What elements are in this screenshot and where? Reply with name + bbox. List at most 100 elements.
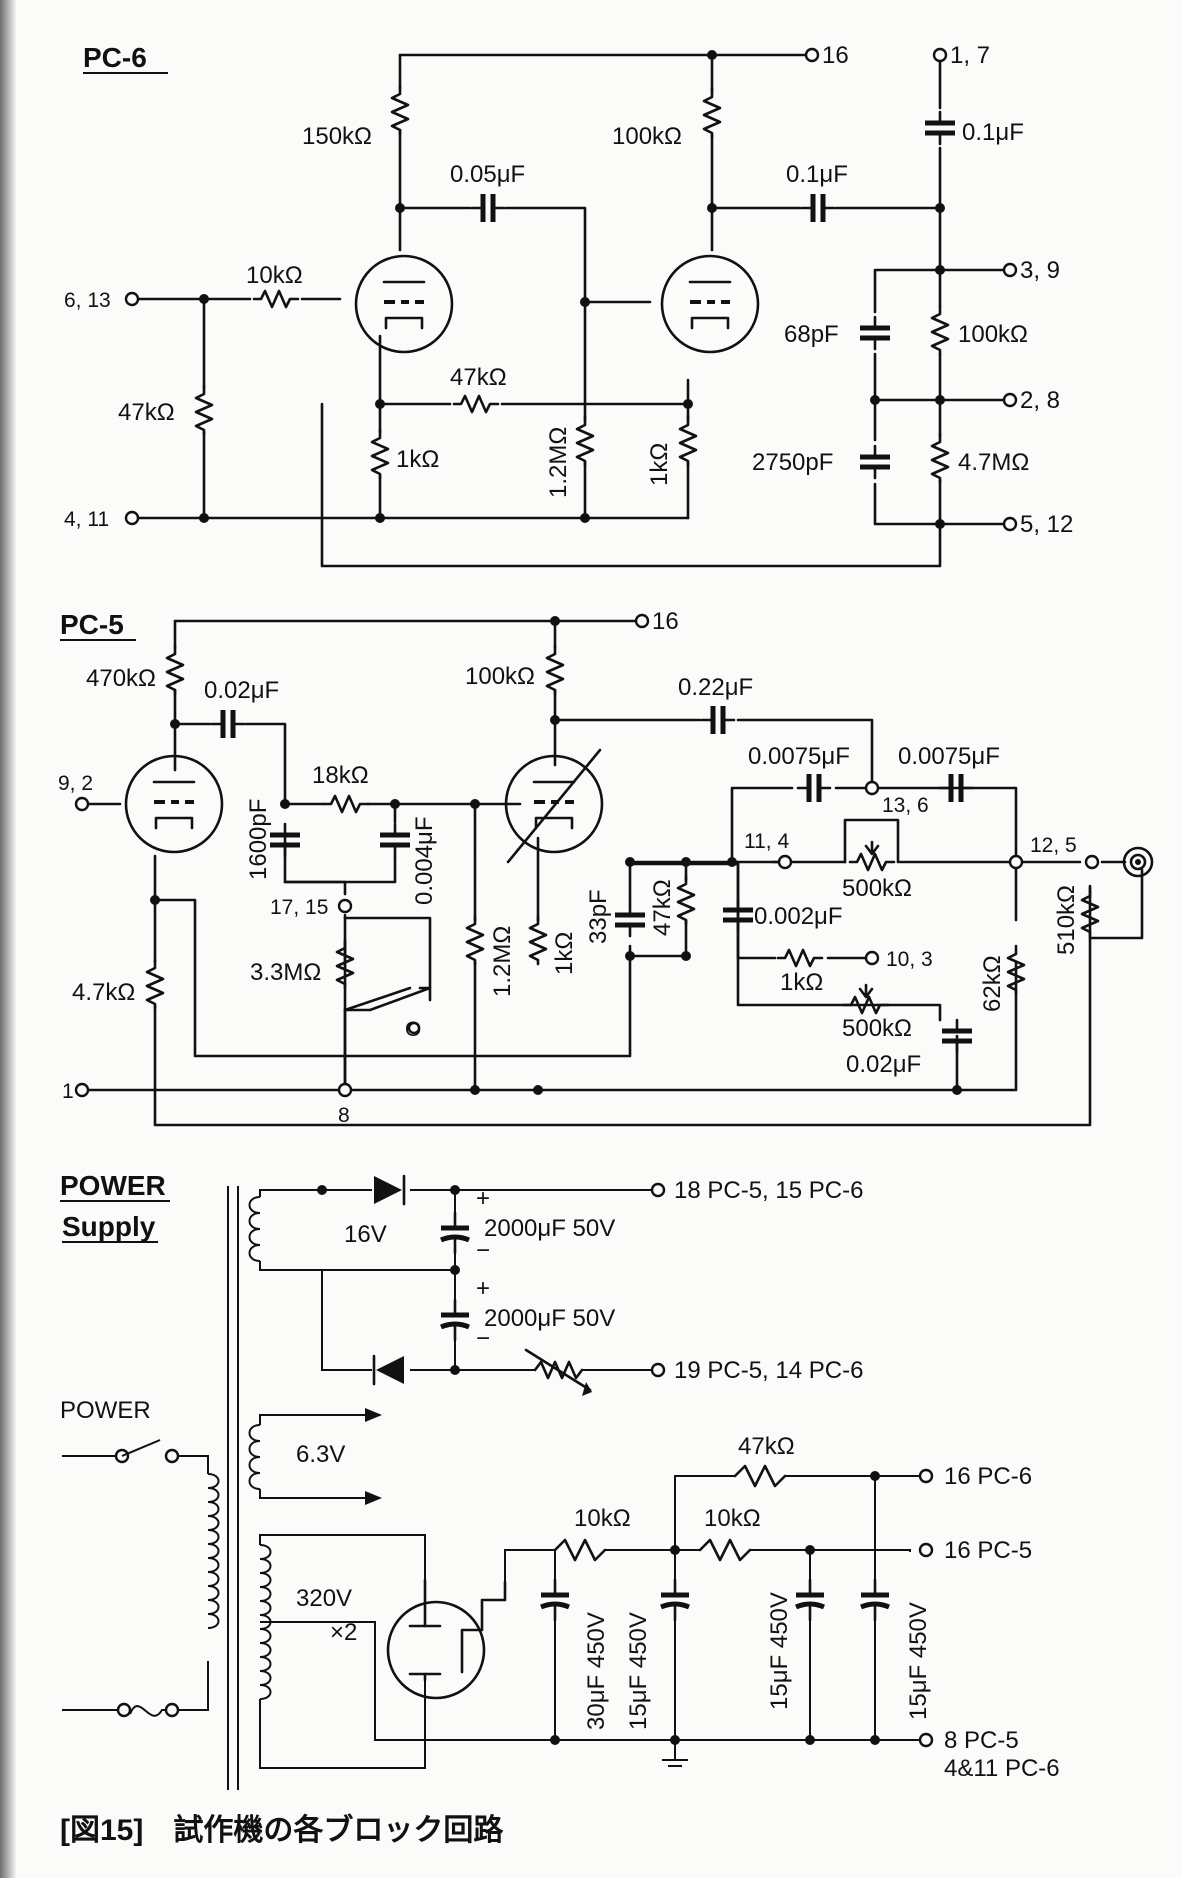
power-high-voltage-filter — [375, 1464, 922, 1767]
pc6-label-01-coupling: 0.1μF — [786, 161, 848, 188]
pc6-label-47k-grid: 47kΩ — [118, 399, 175, 426]
pc6-terminal-6-13: 6, 13 — [64, 289, 111, 312]
pc6-label-12M: 1.2MΩ — [545, 427, 572, 498]
power-label-10k-a: 10kΩ — [574, 1505, 631, 1532]
power-transformer — [207, 1186, 556, 1790]
pc5-label-47k: 47kΩ — [649, 879, 676, 936]
pc6-label-150k: 150kΩ — [302, 123, 372, 150]
pc6-terminals — [124, 47, 1018, 532]
pc6-terminal-1-7: 1, 7 — [950, 42, 990, 69]
power-label-2000-b: 2000μF 50V — [484, 1305, 615, 1332]
pc5-label-18k: 18kΩ — [312, 762, 369, 789]
pc5-label-510k: 510kΩ — [1053, 885, 1080, 955]
pc6-label-1k-a: 1kΩ — [396, 446, 439, 473]
pc6-terminal-16: 16 — [822, 42, 849, 69]
power-capacitor-15-c — [861, 1580, 889, 1620]
pc6-resistor-1k-a — [370, 428, 390, 480]
pc5-capacitor-022 — [702, 706, 734, 734]
pc6-resistor-47k-feedback — [452, 394, 500, 414]
pc6-label-100k-divider: 100kΩ — [958, 321, 1028, 348]
pc5-title: PC-5 — [60, 609, 124, 640]
power-capacitor-30 — [541, 1580, 569, 1620]
power-capacitor-2000-a — [441, 1213, 469, 1253]
power-label-30: 30μF 450V — [583, 1612, 610, 1730]
power-output-ground-2: 4&11 PC-6 — [944, 1755, 1060, 1782]
pc6-terminal-3-9: 3, 9 — [1020, 257, 1060, 284]
pc5-label-pot-500k-a: 500kΩ — [842, 875, 912, 902]
pc5-label-47k-cathode: 4.7kΩ — [72, 979, 135, 1006]
pc6-label-100k-plate: 100kΩ — [612, 123, 682, 150]
pc5-label-62k: 62kΩ — [979, 955, 1006, 1012]
pc6-resistor-100k-divider — [930, 304, 950, 356]
pc5-capacitor-0004 — [380, 824, 410, 856]
pc6-label-01-out: 0.1μF — [962, 119, 1024, 146]
power-output-positive: 18 PC-5, 15 PC-6 — [674, 1177, 863, 1204]
pc6-title: PC-6 — [83, 42, 147, 73]
power-polarity-minus-b: − — [476, 1325, 490, 1352]
pc6-junction-dots — [199, 50, 945, 529]
pc6-tube-v1 — [354, 254, 454, 354]
pc5-capacitor-33p — [615, 904, 645, 936]
pc5-capacitor-002 — [212, 710, 244, 738]
pc5-label-1600p: 1600pF — [245, 799, 272, 880]
pc5-terminals — [74, 613, 1100, 1098]
pc5-resistor-1k-tone — [776, 948, 824, 968]
pc6-terminal-5-12: 5, 12 — [1020, 511, 1073, 538]
power-title-line1: POWER — [60, 1170, 166, 1201]
pc5-terminal-1: 1 — [62, 1080, 74, 1103]
pc5-label-470k: 470kΩ — [86, 665, 156, 692]
pc5-terminal-12-5: 12, 5 — [1030, 834, 1077, 857]
pc6-label-47k-feedback: 47kΩ — [450, 364, 507, 391]
power-title-line2: Supply — [62, 1211, 156, 1242]
pc6-capacitor-005 — [472, 194, 504, 222]
pc6-resistor-47k-grid — [194, 384, 214, 436]
power-switch-label: POWER — [60, 1397, 151, 1424]
pc5-pot-500k-a-wiper — [864, 840, 880, 856]
power-lv-junction-dots — [317, 1182, 666, 1378]
power-rectifier-tube — [386, 1578, 507, 1700]
pc5-resistor-18k — [322, 794, 370, 814]
pc5-resistor-1k-cathode — [528, 914, 548, 966]
pc6-label-10k: 10kΩ — [246, 262, 303, 289]
pc6-resistor-12M — [575, 415, 595, 467]
pc6-label-68p: 68pF — [784, 321, 839, 348]
pc6-capacitor-01-out — [925, 112, 955, 144]
pc5-label-12M: 1.2MΩ — [489, 926, 516, 997]
pc5-tube-v2-variable-arrow — [506, 748, 602, 864]
power-hv-junction-dots — [550, 1468, 934, 1748]
pc6-capacitor-68p — [860, 317, 890, 349]
pc5-terminal-17-15: 17, 15 — [270, 896, 328, 919]
pc5-label-0004: 0.004μF — [411, 816, 438, 905]
pc6-resistor-100k-plate — [702, 87, 722, 139]
power-polarity-plus-b: + — [476, 1275, 490, 1302]
power-polarity-plus-a: + — [476, 1185, 490, 1212]
pc6-terminal-4-11: 4, 11 — [64, 508, 109, 531]
scan-page-edge — [0, 0, 16, 1878]
power-capacitor-15-b — [796, 1580, 824, 1620]
pc5-terminal-10-3: 10, 3 — [886, 948, 933, 971]
power-label-47k: 47kΩ — [738, 1433, 795, 1460]
pc5-label-002-tone: 0.02μF — [846, 1051, 921, 1078]
pc5-resistor-470k — [165, 644, 185, 696]
pc5-resistor-12M — [465, 914, 485, 966]
pc5-terminal-9-2: 9, 2 — [58, 772, 93, 795]
pc5-label-pot-500k-b: 500kΩ — [842, 1015, 912, 1042]
pc6-tube-v2 — [660, 254, 760, 354]
pc5-switch-off-contact — [407, 1021, 421, 1035]
pc6-capacitor-01-coupling — [802, 194, 834, 222]
power-output-pc6: 16 PC-6 — [944, 1463, 1032, 1490]
pc5-terminal-8: 8 — [338, 1104, 350, 1127]
pc5-label-33M: 3.3MΩ — [250, 959, 321, 986]
pc5-label-100k: 100kΩ — [465, 663, 535, 690]
pc5-pot-500k-b — [842, 995, 890, 1015]
pc5-resistor-100k — [545, 644, 565, 696]
pc5-resistor-47k-cathode — [145, 958, 165, 1010]
pc5-switch-blade — [343, 986, 412, 1012]
pc5-label-1k-tone: 1kΩ — [780, 969, 823, 996]
power-low-voltage-rectifier — [321, 1174, 655, 1396]
pc6-label-47M: 4.7MΩ — [958, 449, 1029, 476]
pc5-label-0002: 0.002μF — [754, 903, 843, 930]
power-label-15-c: 15μF 450V — [905, 1602, 932, 1720]
power-capacitor-15-a — [661, 1580, 689, 1620]
